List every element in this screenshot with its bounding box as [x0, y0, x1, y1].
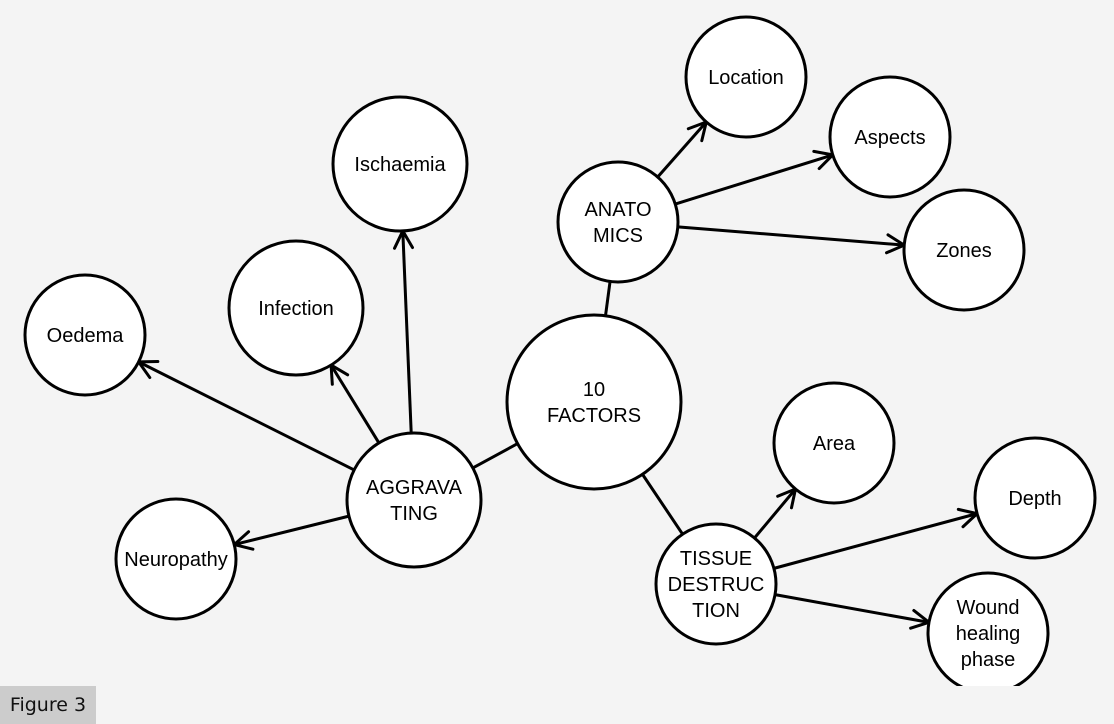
node-circle-aggravating: [345, 431, 483, 569]
edge-anatomics-to-aspects: [674, 153, 834, 206]
node-label-aspects-0: Aspects: [854, 127, 925, 149]
node-wound-healing-phase: Wound healing phase: [926, 571, 1050, 686]
node-circle-wound-healing-phase: [926, 571, 1050, 686]
node-circle-center: [505, 313, 683, 491]
node-label-infection-0: Infection: [258, 298, 334, 320]
node-label-oedema-0: Oedema: [47, 325, 125, 347]
node-label-depth-0: Depth: [1008, 488, 1061, 510]
edge-center-to-aggravating: [472, 442, 519, 470]
node-label-location-0: Location: [708, 67, 784, 89]
node-depth: Depth: [973, 436, 1097, 560]
node-circle-oedema: [23, 273, 147, 397]
node-label-ischaemia-0: Ischaemia: [354, 154, 446, 176]
node-label-wound-healing-phase-0: Wound: [956, 597, 1019, 619]
node-area: Area: [772, 381, 896, 505]
edge-center-to-tissue-destruction: [641, 473, 684, 535]
node-anatomics: ANATO MICS: [556, 160, 680, 284]
node-label-center-1: FACTORS: [547, 405, 641, 427]
node-label-aggravating-0: AGGRAVA: [366, 477, 463, 499]
node-circle-area: [772, 381, 896, 505]
edge-tissue-destruction-to-wound-healing-phase: [774, 593, 930, 624]
edge-tissue-destruction-to-area: [753, 488, 797, 539]
node-label-aggravating-1: TING: [390, 503, 438, 525]
node-label-center-0: 10: [583, 379, 605, 401]
edge-anatomics-to-location: [656, 120, 708, 179]
node-label-tissue-destruction-0: TISSUE: [680, 548, 752, 570]
edge-aggravating-to-infection: [329, 364, 381, 444]
node-aggravating: AGGRAVA TING: [345, 431, 483, 569]
edge-center-to-anatomics: [604, 281, 612, 316]
edge-aggravating-to-neuropathy: [233, 514, 350, 547]
node-tissue-destruction: TISSUE DESTRUC TION: [654, 522, 778, 646]
figure-label: Figure 3: [0, 686, 96, 724]
node-label-zones-0: Zones: [936, 240, 992, 262]
node-aspects: Aspects: [828, 75, 952, 199]
node-ischaemia: Ischaemia: [331, 95, 469, 233]
node-circle-tissue-destruction: [654, 522, 778, 646]
node-circle-location: [684, 15, 808, 139]
node-label-anatomics-1: MICS: [593, 225, 643, 247]
node-circle-ischaemia: [331, 95, 469, 233]
node-label-anatomics-0: ANATO: [584, 199, 651, 221]
node-infection: Infection: [227, 239, 365, 377]
edge-aggravating-to-ischaemia: [401, 230, 413, 434]
node-circle-neuropathy: [114, 497, 238, 621]
edge-aggravating-to-oedema: [137, 360, 355, 472]
node-label-tissue-destruction-1: DESTRUC: [668, 574, 765, 596]
node-circle-zones: [902, 188, 1026, 312]
node-circle-anatomics: [556, 160, 680, 284]
node-label-tissue-destruction-2: TION: [692, 600, 740, 622]
node-circle-aspects: [828, 75, 952, 199]
node-label-area-0: Area: [813, 433, 856, 455]
edge-tissue-destruction-to-depth: [773, 512, 978, 570]
node-circle-infection: [227, 239, 365, 377]
edge-anatomics-to-zones: [677, 225, 905, 247]
node-label-neuropathy-0: Neuropathy: [124, 549, 227, 571]
node-zones: Zones: [902, 188, 1026, 312]
node-label-wound-healing-phase-2: phase: [961, 649, 1016, 671]
node-label-wound-healing-phase-1: healing: [956, 623, 1021, 645]
node-neuropathy: Neuropathy: [114, 497, 238, 621]
node-location: Location: [684, 15, 808, 139]
node-circle-depth: [973, 436, 1097, 560]
node-oedema: Oedema: [23, 273, 147, 397]
